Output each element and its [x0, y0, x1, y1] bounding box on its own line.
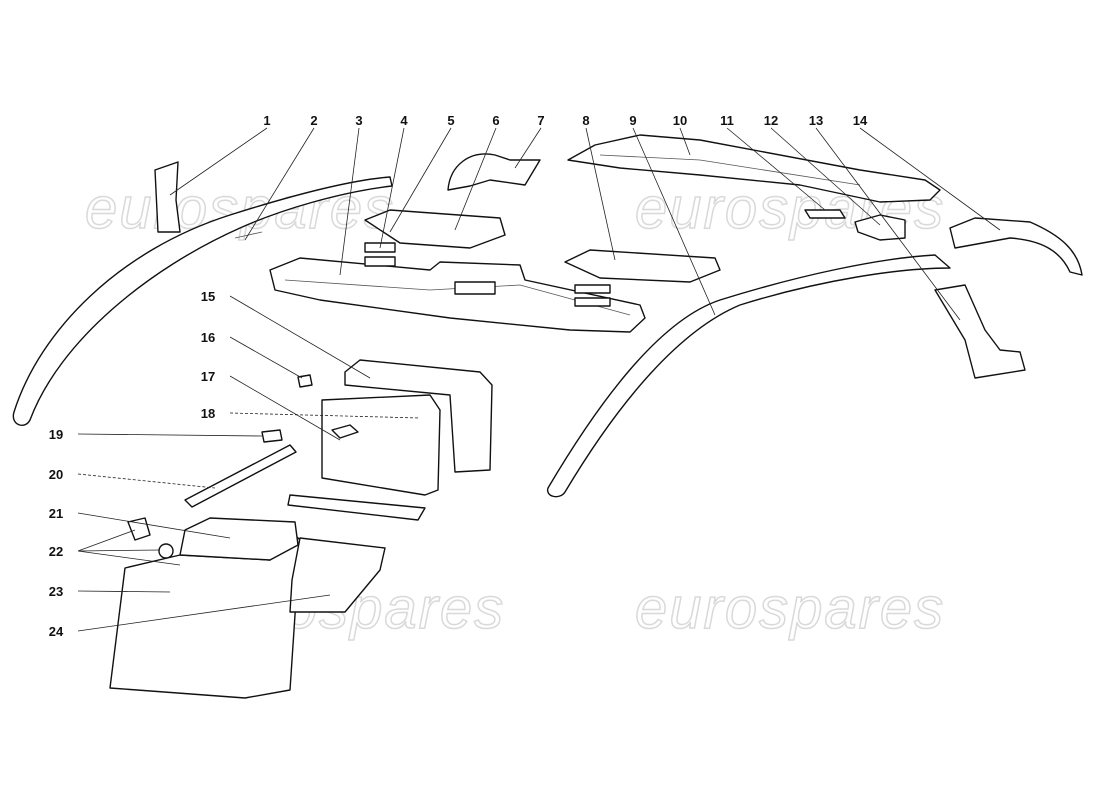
part-3-headliner-front	[269, 257, 646, 333]
callout-2: 2	[310, 113, 317, 128]
part-1-trim	[154, 161, 181, 233]
callout-8: 8	[582, 113, 589, 128]
part-20-gas-strut	[184, 444, 297, 508]
callouts: 1 2 3 4 5 6 7 8 9 10 11 12 13 14 15 16 1…	[49, 113, 868, 639]
part-21-grommet	[127, 517, 151, 541]
parts	[12, 134, 1083, 699]
part-14-trim	[949, 217, 1083, 276]
callout-18: 18	[201, 406, 215, 421]
callout-22: 22	[49, 544, 63, 559]
callout-9: 9	[629, 113, 636, 128]
leader-lines	[77, 127, 1001, 632]
callout-19: 19	[49, 427, 63, 442]
callout-23: 23	[49, 584, 63, 599]
callout-1: 1	[263, 113, 270, 128]
part-3-opening	[454, 281, 496, 295]
part-22-bush	[158, 543, 174, 559]
part-11-pad	[804, 209, 846, 219]
callout-24: 24	[49, 624, 64, 639]
callout-16: 16	[201, 330, 215, 345]
callout-14: 14	[853, 113, 868, 128]
callout-3: 3	[355, 113, 362, 128]
watermark-text: eurospares	[635, 576, 945, 641]
callout-7: 7	[537, 113, 544, 128]
part-15-console-box	[344, 359, 493, 473]
part-6-bracket	[447, 153, 541, 191]
part-12-bracket	[854, 214, 906, 241]
part-4-clip	[364, 242, 396, 267]
callout-12: 12	[764, 113, 778, 128]
callout-11: 11	[720, 113, 734, 128]
part-19-stud	[261, 429, 283, 443]
part-17-panel	[321, 394, 441, 496]
part-2-left-pillar	[12, 176, 393, 426]
part-18-clip	[331, 424, 359, 439]
part-24-tray	[289, 537, 386, 613]
callout-5: 5	[447, 113, 454, 128]
callout-10: 10	[673, 113, 687, 128]
part-bracket-plate	[287, 494, 426, 521]
part-13-rear-pillar-trim	[934, 284, 1026, 379]
callout-6: 6	[492, 113, 499, 128]
callout-21: 21	[49, 506, 63, 521]
part-9-right-pillar	[546, 254, 951, 498]
part-8-sun-visor-right	[564, 249, 721, 283]
callout-4: 4	[400, 113, 408, 128]
part-5-sun-visor-left	[364, 209, 506, 249]
callout-15: 15	[201, 289, 215, 304]
part-21-lid	[179, 517, 299, 561]
callout-17: 17	[201, 369, 215, 384]
callout-20: 20	[49, 467, 63, 482]
part-8-clip	[574, 284, 611, 307]
callout-13: 13	[809, 113, 823, 128]
